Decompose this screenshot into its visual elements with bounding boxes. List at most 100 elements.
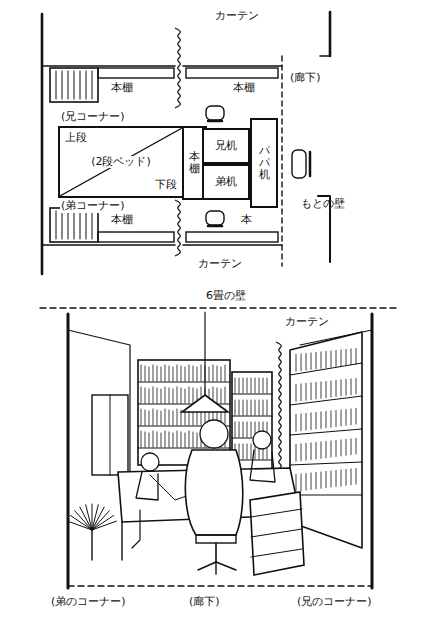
shelf-rack-line [62, 211, 63, 239]
book [321, 382, 322, 398]
book [225, 387, 226, 403]
book [296, 414, 297, 431]
book [169, 410, 170, 425]
book [341, 380, 342, 396]
book [356, 378, 357, 394]
book [331, 471, 332, 487]
corridor-line [68, 585, 372, 586]
shelf-board [138, 381, 230, 382]
book [177, 365, 178, 381]
node-text: 下段 [154, 179, 178, 192]
room-wall [42, 65, 175, 67]
shelf-rack-line [56, 211, 57, 239]
sketch-label: 本棚 [232, 82, 256, 95]
sketch-label: (兄コーナー) [60, 111, 126, 124]
shelf-rack-line [68, 211, 69, 239]
book [296, 444, 297, 461]
child-body [250, 450, 275, 482]
book [316, 382, 317, 398]
sketch-label: (廊下) [188, 596, 221, 609]
book [356, 348, 357, 364]
chair-post [215, 543, 217, 562]
bunk-bed: 上段(2段ベッド)下段 [58, 126, 184, 198]
book [145, 410, 146, 425]
book [306, 413, 307, 430]
sketch-label: (弟のコーナー) [50, 596, 127, 609]
book [346, 379, 347, 395]
book [326, 471, 327, 487]
book [235, 378, 236, 393]
book [177, 431, 178, 447]
book [321, 352, 322, 368]
wall [371, 314, 374, 588]
book [263, 378, 264, 393]
shelf-rack-line [68, 71, 69, 99]
book [177, 387, 178, 403]
book [251, 444, 252, 459]
book [193, 366, 194, 381]
book [153, 409, 154, 425]
book [239, 400, 240, 415]
book [153, 431, 154, 447]
bookshelf [186, 68, 278, 78]
curtain [175, 200, 180, 256]
book [197, 367, 198, 381]
book [251, 378, 252, 393]
book [251, 400, 252, 415]
book [356, 468, 357, 484]
bookshelf [186, 232, 278, 242]
sketch-label: (廊下) [289, 72, 302, 85]
desk-box: 弟机 [202, 164, 250, 200]
book [145, 432, 146, 447]
book [321, 412, 322, 428]
sketch-label: カーテン [214, 10, 260, 23]
shelf-rack-line [56, 71, 57, 99]
original-wall [329, 12, 332, 56]
fan-blade [92, 515, 114, 530]
chair-legs [198, 562, 236, 570]
book [181, 432, 182, 447]
book [346, 349, 347, 365]
book [316, 472, 317, 488]
drawer [251, 509, 302, 517]
book [169, 388, 170, 403]
wall-edge [68, 330, 130, 480]
book [336, 350, 337, 366]
book [326, 441, 327, 457]
book [311, 443, 312, 460]
chair-leg [132, 510, 140, 548]
book [351, 379, 352, 395]
book [259, 378, 260, 393]
book [267, 378, 268, 393]
book [221, 389, 222, 403]
book [331, 351, 332, 367]
book [235, 400, 236, 415]
sketch-label: カーテン [284, 316, 330, 329]
book [321, 442, 322, 458]
book [201, 365, 202, 381]
fan-blade [92, 521, 116, 530]
book [346, 469, 347, 485]
book [243, 378, 244, 393]
child-head [253, 431, 271, 449]
book [209, 367, 210, 381]
book [239, 378, 240, 393]
shelf-rack-line [86, 71, 87, 99]
book [306, 353, 307, 370]
chair-back [208, 225, 222, 228]
book [351, 439, 352, 455]
shelf-rack [50, 68, 98, 102]
book [165, 365, 166, 381]
shelf-rack-line [74, 211, 75, 239]
book [173, 433, 174, 447]
book [341, 350, 342, 366]
sketch-label: もとの壁 [300, 198, 313, 211]
sketch-label: (弟コーナー) [60, 200, 126, 213]
chair-legs [215, 562, 216, 574]
book [296, 384, 297, 401]
chair-back [208, 120, 222, 123]
book [141, 431, 142, 447]
book [157, 366, 158, 381]
book [356, 438, 357, 454]
